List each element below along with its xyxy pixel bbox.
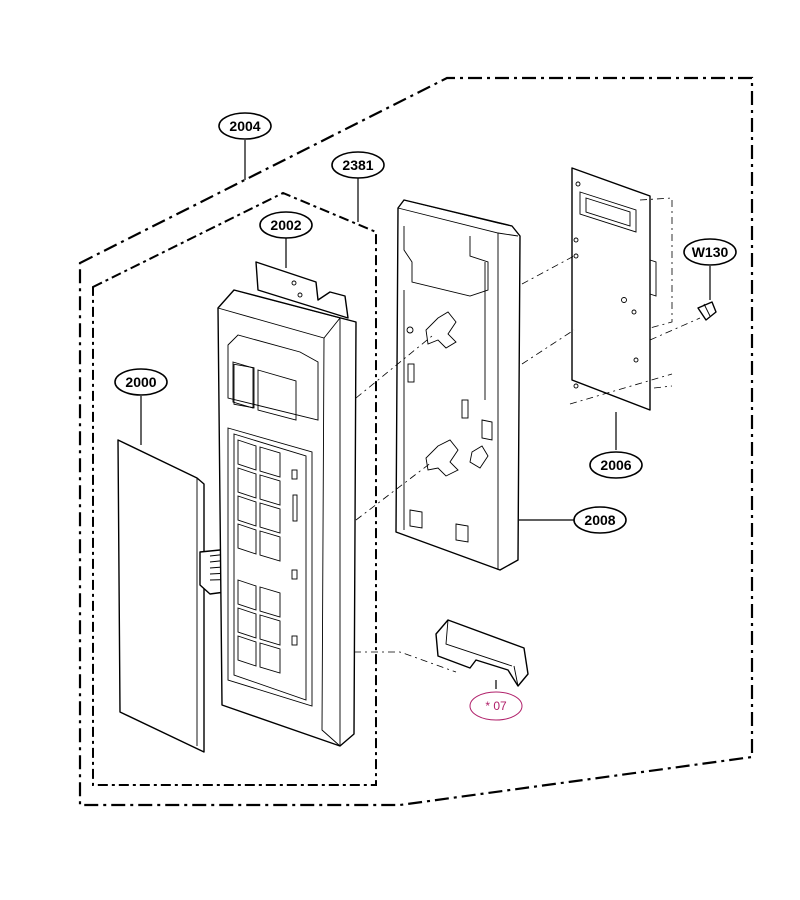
assembly-lines [354, 197, 701, 673]
svg-text:2002: 2002 [270, 217, 301, 233]
part-2002-panel-frame [217, 261, 357, 747]
callout-2002: 2002 [259, 211, 313, 239]
svg-text:2000: 2000 [125, 374, 156, 390]
callout-2000: 2000 [114, 368, 168, 396]
part-07-clip [435, 619, 529, 687]
callout-W130: W130 [683, 238, 737, 266]
svg-text:W130: W130 [692, 244, 729, 260]
boundary-2004 [78, 76, 754, 807]
callout-2008: 2008 [573, 506, 627, 534]
leader-lines [140, 140, 711, 689]
svg-text:2006: 2006 [600, 457, 631, 473]
boundary-2381 [92, 191, 377, 786]
callout-2006: 2006 [589, 451, 643, 479]
part-2008-bracket [395, 199, 521, 571]
svg-text:2381: 2381 [342, 157, 373, 173]
keypad-grid [237, 439, 298, 674]
callout-2004: 2004 [218, 112, 272, 140]
svg-text:2004: 2004 [229, 118, 260, 134]
callout-2381: 2381 [331, 151, 385, 179]
svg-text:2008: 2008 [584, 512, 615, 528]
svg-text:* 07: * 07 [485, 699, 507, 713]
part-W130-screw [697, 301, 717, 321]
part-2006-pcb [571, 167, 657, 411]
callout-07: * 07 [469, 691, 523, 721]
